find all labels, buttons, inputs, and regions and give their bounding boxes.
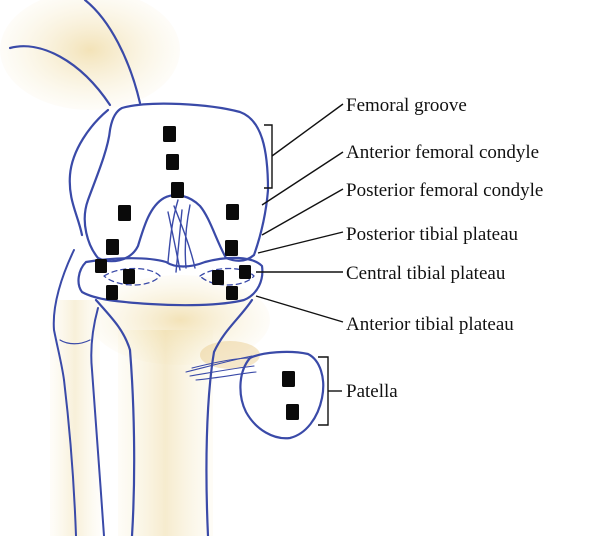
marker-anterior-condyle-right [226, 204, 239, 220]
marker-posterior-condyle-left [106, 239, 119, 255]
marker-posterior-condyle-right [225, 240, 238, 256]
marker-posterior-plateau-left [95, 259, 107, 273]
marker-anterior-plateau-left [106, 285, 118, 300]
label-patella: Patella [346, 381, 398, 402]
leader-anterior-femoral-condyle [262, 152, 343, 205]
marker-patella-1 [282, 371, 295, 387]
marker-anterior-plateau-right [226, 286, 238, 300]
marker-femoral-groove-3 [171, 182, 184, 198]
label-posterior-femoral-condyle: Posterior femoral condyle [346, 180, 543, 201]
cruciate-ligaments [168, 200, 195, 272]
leader-posterior-tibial-plateau [258, 232, 343, 253]
marker-femoral-groove-2 [166, 154, 179, 170]
brackets [264, 125, 328, 425]
marker-central-plateau-right [212, 270, 224, 285]
label-femoral-groove: Femoral groove [346, 95, 467, 116]
leader-lines [256, 104, 343, 391]
marker-anterior-condyle-left [118, 205, 131, 221]
label-central-tibial-plateau: Central tibial plateau [346, 263, 506, 284]
label-anterior-femoral-condyle: Anterior femoral condyle [346, 142, 539, 163]
labels: Femoral groove Anterior femoral condyle … [346, 95, 543, 402]
marker-central-plateau-left [123, 269, 135, 284]
leader-posterior-femoral-condyle [262, 189, 343, 235]
label-anterior-tibial-plateau: Anterior tibial plateau [346, 314, 514, 335]
leader-femoral-groove [272, 104, 343, 156]
marker-posterior-plateau-right [239, 265, 251, 279]
marker-femoral-groove-1 [163, 126, 176, 142]
marker-patella-2 [286, 404, 299, 420]
label-posterior-tibial-plateau: Posterior tibial plateau [346, 224, 519, 245]
patella [240, 352, 323, 438]
